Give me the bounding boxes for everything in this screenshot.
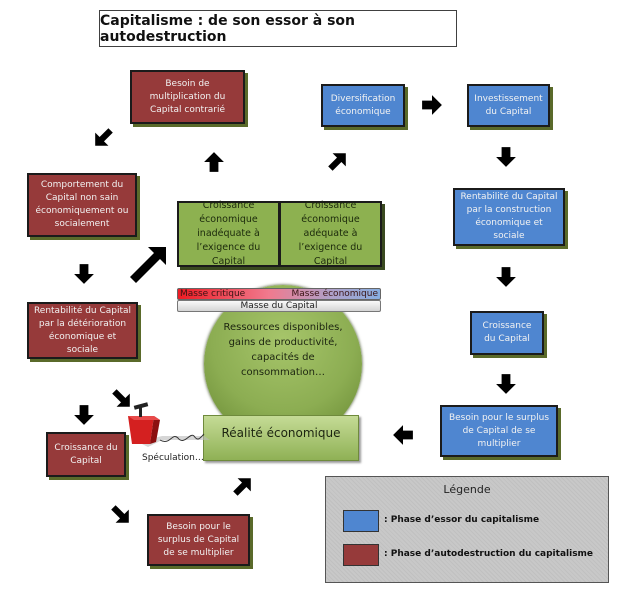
arrow-up-right-icon xyxy=(328,153,346,171)
legend-label-destruction: : Phase d’autodestruction du capitalisme xyxy=(384,549,594,559)
node-investissement: Investissement du Capital xyxy=(467,84,550,127)
node-croissance-capital-red: Croissance du Capital xyxy=(46,432,126,477)
node-croissance-adequate: Croissance économique adéquate à l’exige… xyxy=(279,200,382,267)
legend-label-growth: : Phase d’essor du capitalisme xyxy=(384,515,540,525)
reality-box: Réalité économique xyxy=(203,415,359,461)
resources-text: Ressources disponibles, gains de product… xyxy=(223,322,343,378)
arrow-down-left-icon xyxy=(95,128,113,146)
legend-swatch-destruction xyxy=(343,544,379,566)
arrow-down-icon xyxy=(496,147,516,167)
arrow-left-icon xyxy=(393,425,413,445)
arrow-up-right-large-icon xyxy=(130,247,166,283)
arrow-up-right-icon xyxy=(233,478,251,496)
arrow-down-icon xyxy=(496,374,516,394)
legend: Légende : Phase d’essor du capitalisme :… xyxy=(325,476,609,583)
arrow-up-icon xyxy=(204,152,224,172)
arrow-down-right-icon xyxy=(112,389,130,407)
arrow-down-icon xyxy=(74,405,94,425)
node-diversification: Diversification économique xyxy=(321,84,405,127)
mass-economic-label: Masse économique xyxy=(291,289,378,299)
diagram-title: Capitalisme : de son essor à son autodes… xyxy=(99,10,457,47)
legend-title: Légende xyxy=(443,483,491,496)
node-besoin-surplus-blue: Besoin pour le surplus de Capital de se … xyxy=(440,405,558,457)
mass-gradient-bar: Masse critique Masse économique xyxy=(177,288,381,300)
legend-swatch-growth xyxy=(343,510,379,532)
node-rentabilite-construction: Rentabilité du Capital par la constructi… xyxy=(453,188,565,246)
node-besoin-contrarie: Besoin de multiplication du Capital cont… xyxy=(130,70,245,124)
arrow-down-icon xyxy=(496,267,516,287)
arrow-right-icon xyxy=(422,95,442,115)
mass-capital-bar: Masse du Capital xyxy=(177,300,381,312)
arrow-down-icon xyxy=(74,264,94,284)
node-croissance-capital-blue: Croissance du Capital xyxy=(470,311,544,355)
speculation-label: Spéculation… xyxy=(142,453,204,463)
detonator-icon xyxy=(128,402,210,447)
node-besoin-surplus-red: Besoin pour le surplus de Capital de se … xyxy=(147,514,250,566)
arrow-down-right-icon xyxy=(111,505,129,523)
node-comportement-non-sain: Comportement du Capital non sain économi… xyxy=(27,173,137,237)
node-croissance-inadequate: Croissance économique inadéquate à l’exi… xyxy=(177,200,280,267)
node-rentabilite-deterioration: Rentabilité du Capital par la détériorat… xyxy=(27,302,138,359)
mass-critical-label: Masse critique xyxy=(180,289,246,299)
